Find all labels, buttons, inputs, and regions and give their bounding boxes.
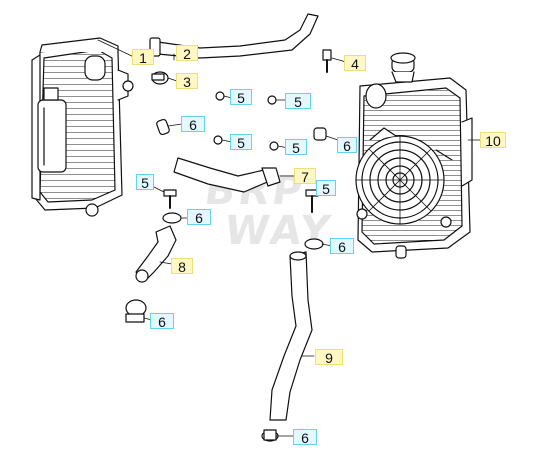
callout-7-hose: 7 [294, 168, 316, 185]
callout-2-upper-hose: 2 [176, 45, 198, 62]
callout-1-left-radiator: 1 [132, 49, 154, 66]
callout-9-lower-hose: 9 [315, 349, 343, 366]
hose-8 [135, 225, 177, 283]
callout-6-clamp-a: 6 [181, 116, 205, 133]
hose-9 [269, 251, 315, 421]
callout-6-clamp-e: 6 [150, 313, 174, 330]
callout-5-bolt-a: 5 [230, 89, 252, 106]
callout-8-hose: 8 [171, 258, 193, 275]
callout-6-clamp-b: 6 [337, 137, 357, 154]
callout-5-bolt-c: 5 [230, 134, 252, 151]
small-hardware [125, 91, 339, 442]
right-radiator [355, 52, 483, 259]
callout-6-clamp-d: 6 [330, 238, 354, 255]
callout-4-bolt: 4 [344, 55, 366, 72]
callout-5-bolt-b: 5 [285, 93, 311, 110]
left-radiator [31, 37, 137, 217]
callout-5-bolt-f: 5 [316, 180, 336, 197]
bolt-4 [322, 49, 347, 73]
callout-6-clamp-f: 6 [293, 429, 317, 446]
callout-3-clamp: 3 [176, 73, 198, 90]
hose-7 [173, 157, 297, 193]
callout-6-clamp-c: 6 [187, 209, 211, 226]
callout-10-right-radiator-fan: 10 [480, 132, 506, 149]
callout-5-bolt-e: 5 [136, 174, 154, 191]
callout-5-bolt-d: 5 [285, 139, 307, 156]
